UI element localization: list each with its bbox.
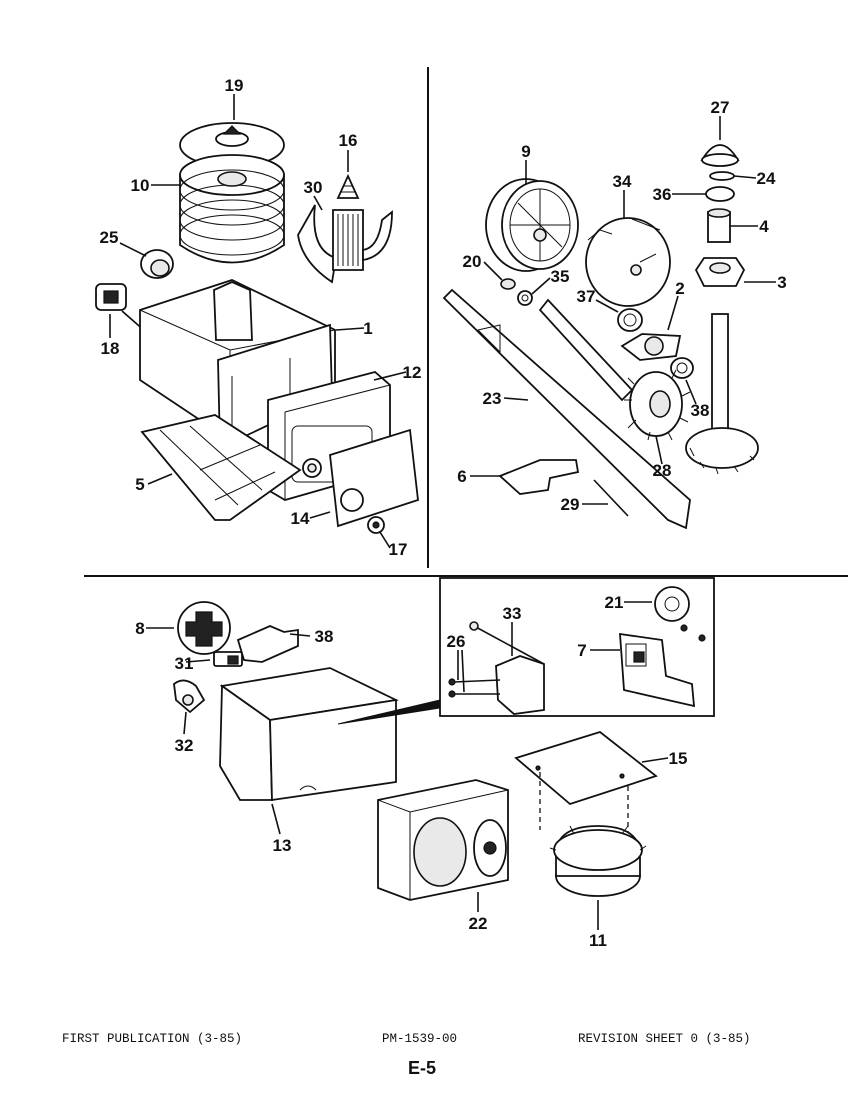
part-27-cap xyxy=(700,144,740,167)
part-15-mount-guides xyxy=(539,772,629,840)
part-21-timer-knob xyxy=(654,586,706,642)
part-35-washer xyxy=(517,290,533,306)
callout-21: 21 xyxy=(605,593,624,612)
callout-25: 25 xyxy=(100,228,119,247)
leader-lines xyxy=(109,94,776,930)
callout-28: 28 xyxy=(653,461,672,480)
callout-18: 18 xyxy=(101,339,120,358)
callout-4: 4 xyxy=(759,217,769,236)
callout-39: 38 xyxy=(691,401,710,420)
part-26-screws xyxy=(448,678,501,698)
part-34-cam xyxy=(585,217,671,307)
callout-1: 1 xyxy=(363,319,372,338)
part-19-pulley-cap xyxy=(179,122,285,168)
callout-11: 11 xyxy=(589,931,607,950)
callout-8: 8 xyxy=(135,619,144,638)
part-16-gear xyxy=(336,173,360,199)
part-37-bushing xyxy=(617,308,643,332)
part-32-bulb xyxy=(173,679,206,714)
callout-36: 36 xyxy=(653,185,672,204)
part-33-switch-bracket xyxy=(469,621,545,715)
part-39-bushing xyxy=(670,357,694,379)
part-6-bracket xyxy=(498,459,580,495)
part-24-washer xyxy=(709,171,735,181)
callout-30: 30 xyxy=(304,178,323,197)
part-7-mount-plate xyxy=(619,632,696,708)
callout-23: 23 xyxy=(483,389,502,408)
part-9-drive-wheel xyxy=(485,178,579,272)
part-18-switch xyxy=(95,283,127,311)
callout-10: 10 xyxy=(131,176,150,195)
part-25-knob xyxy=(140,249,174,279)
part-17-knob xyxy=(367,516,385,534)
callout-26: 26 xyxy=(447,632,466,651)
part-4-bushing xyxy=(707,208,731,243)
page-number: E-5 xyxy=(408,1058,437,1078)
callout-6: 6 xyxy=(457,467,466,486)
callout-37: 37 xyxy=(577,287,596,306)
part-29-pin xyxy=(593,479,629,517)
callout-27: 27 xyxy=(711,98,730,117)
part-28-bevel-gear xyxy=(538,298,691,441)
part-15-plate xyxy=(514,731,658,806)
part-8-cam-dial xyxy=(177,601,231,655)
footer-revision: REVISION SHEET 0 (3-85) xyxy=(578,1032,751,1046)
callout-33: 33 xyxy=(503,604,522,623)
agitator-shaft xyxy=(685,313,759,475)
footer-first-publication: FIRST PUBLICATION (3-85) xyxy=(62,1032,243,1046)
part-14-cover-plate xyxy=(329,428,419,528)
part-5-base xyxy=(140,414,302,521)
callout-35: 35 xyxy=(551,267,570,286)
part-38-latch xyxy=(236,625,299,663)
part-23-drive-arm xyxy=(442,288,691,530)
part-13-panel xyxy=(219,667,399,802)
callout-9: 9 xyxy=(521,142,530,161)
callout-13: 13 xyxy=(273,836,292,855)
callout-31: 31 xyxy=(175,654,194,673)
callout-5: 5 xyxy=(135,475,144,494)
callout-20: 20 xyxy=(463,252,482,271)
callout-17: 17 xyxy=(389,540,408,559)
part-11-motor-cap xyxy=(549,825,647,897)
callout-14: 14 xyxy=(291,509,310,528)
footer-part-number: PM-1539-00 xyxy=(382,1032,458,1046)
callout-3: 3 xyxy=(777,273,786,292)
part-3-nut xyxy=(694,257,746,287)
callout-2: 2 xyxy=(675,279,684,298)
callout-24: 24 xyxy=(757,169,776,188)
callout-32: 32 xyxy=(175,736,194,755)
callout-29: 29 xyxy=(561,495,580,514)
callout-15: 15 xyxy=(669,749,688,768)
part-20-stud xyxy=(500,278,516,290)
callout-16: 16 xyxy=(339,131,358,150)
callout-7: 7 xyxy=(577,641,586,660)
callout-22: 22 xyxy=(469,914,488,933)
part-30-agitator-blade xyxy=(297,204,393,284)
callout-labels: 19 10 16 30 25 18 1 12 5 14 17 9 34 27 2… xyxy=(100,76,787,950)
callout-38: 38 xyxy=(315,627,334,646)
callout-19: 19 xyxy=(225,76,244,95)
callout-12: 12 xyxy=(403,363,422,382)
part-2-bracket xyxy=(620,333,682,361)
part-10-pulley xyxy=(179,154,285,264)
part-31-clip xyxy=(213,651,243,667)
part-36-washer xyxy=(705,186,735,202)
part-22-motor xyxy=(377,779,509,901)
callout-34: 34 xyxy=(613,172,632,191)
